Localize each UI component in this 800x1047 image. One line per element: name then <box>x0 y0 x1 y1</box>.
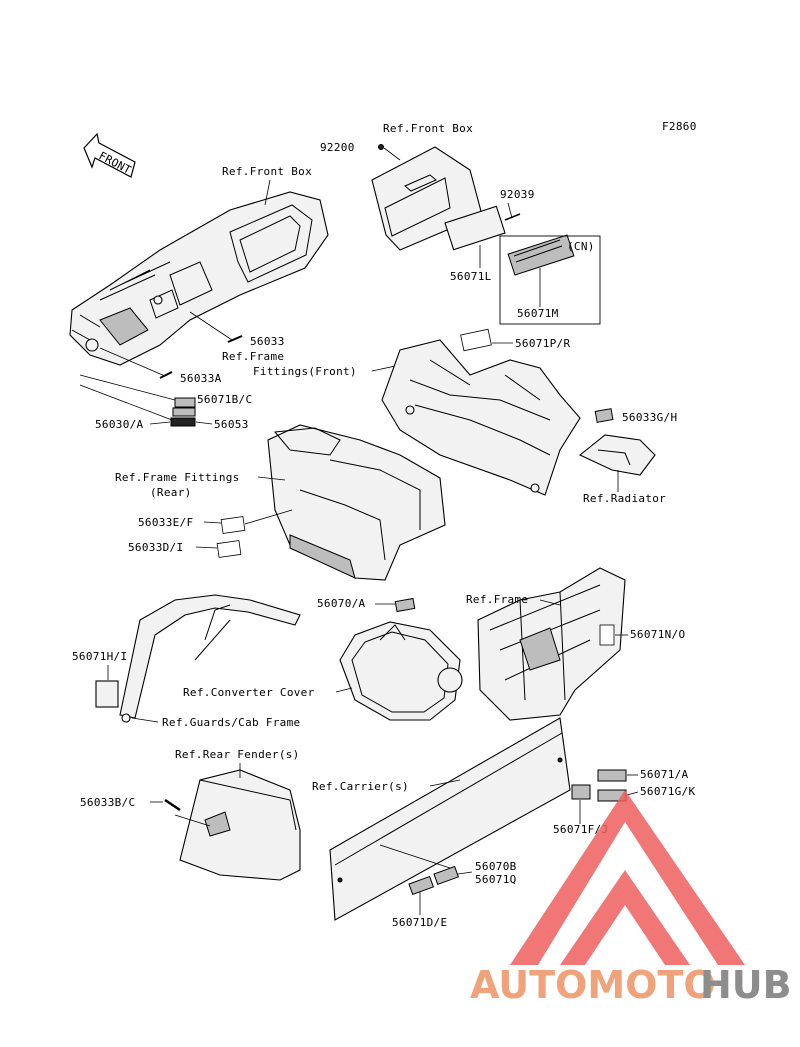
watermark-logo-icon <box>510 790 745 965</box>
label-56071no: 56071N/O <box>630 628 685 641</box>
main-frame <box>477 567 626 721</box>
radiator-bracket <box>578 434 656 476</box>
label-56033: 56033 <box>250 335 285 348</box>
converter-cover <box>339 621 463 721</box>
label-56033gh: 56033G/H <box>622 411 677 424</box>
decal-56033gh <box>594 408 614 423</box>
label-ref-frame-fittings-front-1: Ref.Frame <box>222 350 284 363</box>
label-56071l: 56071L <box>450 270 492 283</box>
label-56071pr: 56071P/R <box>515 337 570 350</box>
label-56071a: 56071/A <box>640 768 689 781</box>
decal-56071l <box>444 205 506 251</box>
rear-fender <box>179 769 301 881</box>
label-ref-frame-fittings-rear-1: Ref.Frame Fittings <box>115 471 240 484</box>
label-cn: (CN) <box>567 240 595 253</box>
decal-56030a <box>172 407 196 417</box>
label-ref-rear-fender: Ref.Rear Fender(s) <box>175 748 300 761</box>
decal-56071m <box>507 234 575 276</box>
decal-56053 <box>170 417 196 427</box>
decal-56070b <box>433 865 460 886</box>
decal-56071fj <box>571 784 591 800</box>
decal-56071hi <box>95 680 119 708</box>
label-56071bc: 56071B/C <box>197 393 252 406</box>
label-56070b: 56070B <box>475 860 517 873</box>
decal-56071pr <box>460 328 492 352</box>
label-ref-front-box-top: Ref.Front Box <box>383 122 473 135</box>
label-56030a: 56030/A <box>95 418 144 431</box>
label-56071hi: 56071H/I <box>72 650 127 663</box>
cn-box <box>499 235 601 325</box>
label-56071fj: 56071F/J <box>553 823 608 836</box>
label-56033di: 56033D/I <box>128 541 183 554</box>
carrier-panel <box>329 717 571 921</box>
label-56053: 56053 <box>214 418 249 431</box>
label-92200: 92200 <box>320 141 355 154</box>
label-ref-frame-fittings-front-2: Fittings(Front) <box>253 365 357 378</box>
label-ref-guards-cab-frame: Ref.Guards/Cab Frame <box>162 716 300 729</box>
label-56071q: 56071Q <box>475 873 517 886</box>
decal-56071no <box>599 624 615 646</box>
label-92039: 92039 <box>500 188 535 201</box>
label-ref-frame: Ref.Frame <box>466 593 528 606</box>
cab-frame-tube <box>119 594 301 723</box>
decal-56071de <box>408 875 435 896</box>
watermark-text-part1: AUTOMOTO <box>470 963 716 1007</box>
label-56033a: 56033A <box>180 372 222 385</box>
decal-56070a <box>394 597 416 613</box>
decal-56033ef <box>220 516 246 534</box>
watermark-text-part2: HUB <box>700 963 792 1007</box>
label-56071de: 56071D/E <box>392 916 447 929</box>
front-frame-fittings <box>381 339 581 496</box>
label-56071gk: 56071G/K <box>640 785 695 798</box>
label-56070a: 56070/A <box>317 597 366 610</box>
decal-56071bc <box>174 397 196 408</box>
front-arrow-icon: FRONT <box>83 132 136 178</box>
label-ref-converter-cover: Ref.Converter Cover <box>183 686 315 699</box>
label-ref-carrier: Ref.Carrier(s) <box>312 780 409 793</box>
dashboard-assembly <box>69 191 329 366</box>
label-56033bc: 56033B/C <box>80 796 135 809</box>
decal-56033di <box>216 540 242 558</box>
label-ref-frame-fittings-rear-2: (Rear) <box>150 486 192 499</box>
label-56033ef: 56033E/F <box>138 516 193 529</box>
label-56071m: 56071M <box>517 307 559 320</box>
figure-code: F2860 <box>662 120 697 133</box>
decal-56071a <box>597 769 627 782</box>
label-ref-front-box-left: Ref.Front Box <box>222 165 312 178</box>
label-ref-radiator: Ref.Radiator <box>583 492 666 505</box>
rear-frame-fittings <box>267 424 446 581</box>
